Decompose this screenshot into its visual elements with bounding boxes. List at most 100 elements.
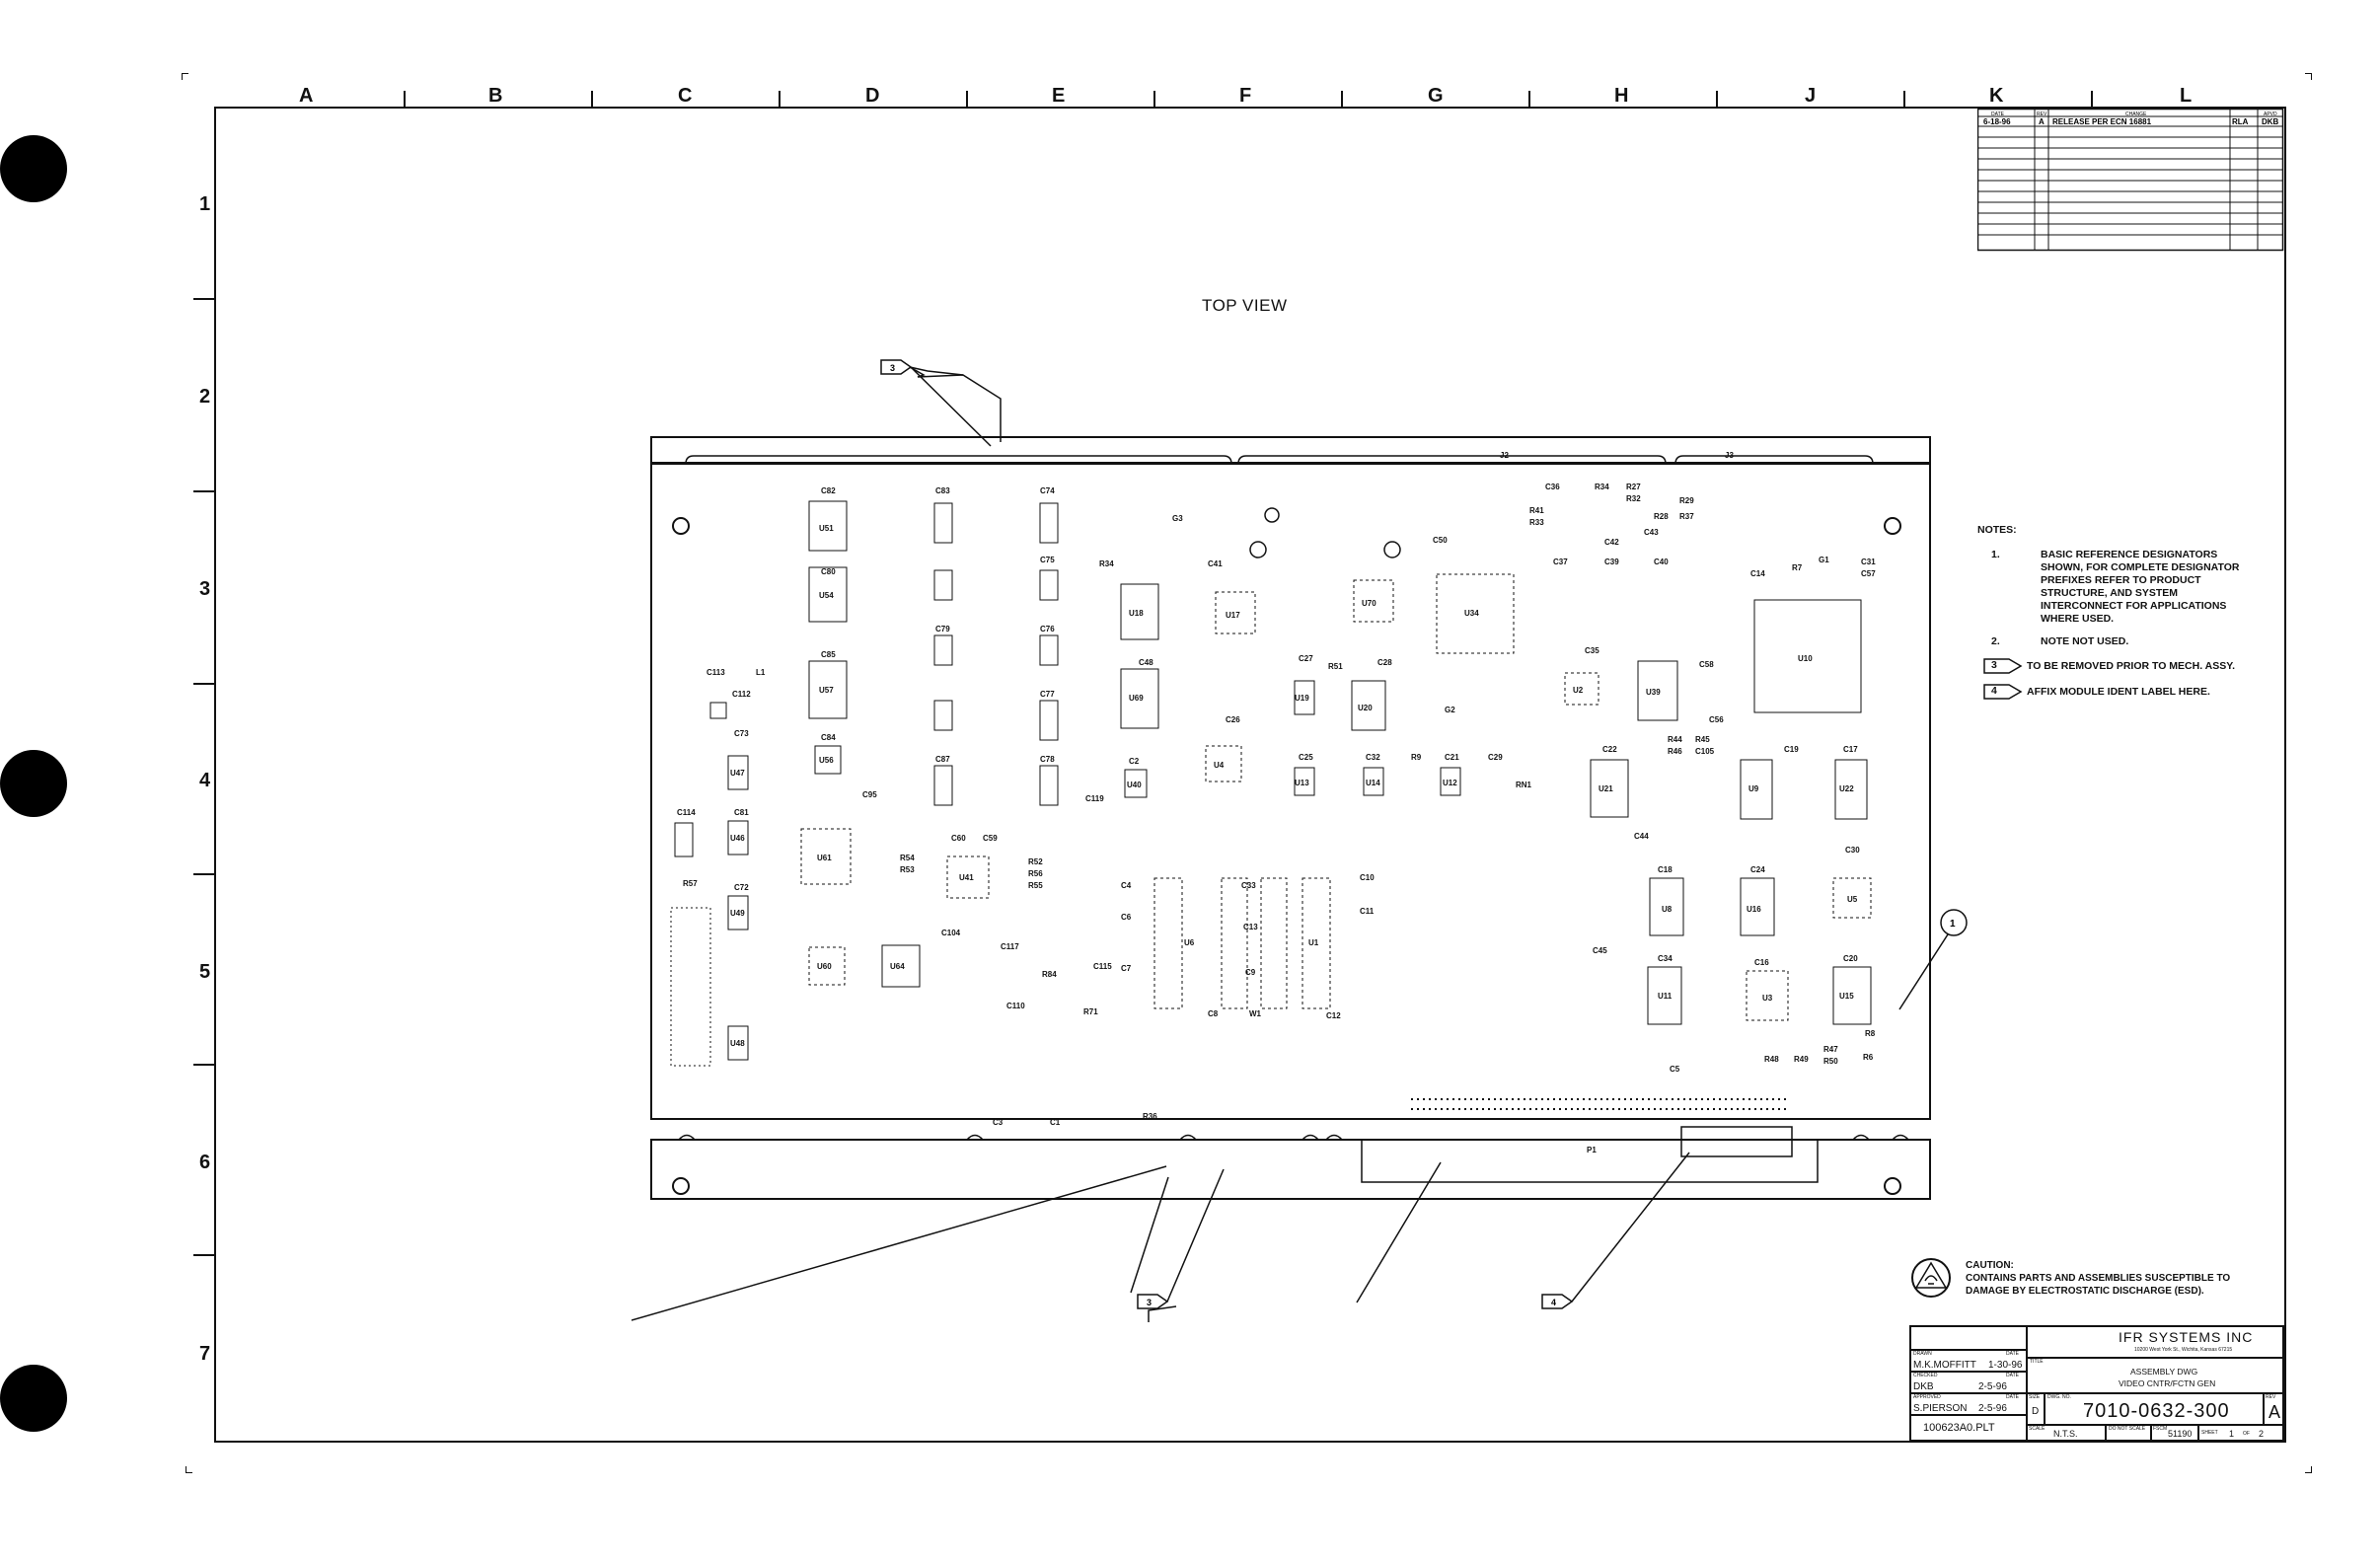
sheet-of-label: OF — [2243, 1431, 2250, 1437]
label-c30: C30 — [1845, 846, 1860, 855]
label-u60: U60 — [817, 962, 832, 971]
mounting-hole — [1264, 507, 1280, 523]
label-c3: C1 — [1050, 1118, 1061, 1127]
label-c45: C45 — [1593, 946, 1607, 955]
scale-label: SCALE — [2029, 1426, 2045, 1432]
ic-u69 — [1120, 668, 1159, 729]
label-l1: L1 — [756, 668, 766, 677]
label-c40: C40 — [1654, 558, 1669, 566]
board-outline — [650, 463, 1931, 1120]
label-r54: R54 — [900, 854, 915, 862]
label-r27: R29 — [1679, 496, 1694, 505]
callout-flags: 3 — [880, 359, 992, 447]
file-name: 100623A0.PLT — [1923, 1422, 1995, 1434]
ic-u61 — [800, 828, 852, 885]
label-c4: C4 — [1121, 881, 1132, 890]
sheet-cell: SHEET 1 OF 2 — [2198, 1425, 2283, 1441]
callout-flag-3-bottom: 3 — [1147, 1298, 1152, 1307]
ic-u70 — [1353, 579, 1394, 623]
company-name: IFR SYSTEMS INC — [2119, 1329, 2254, 1345]
corner-mark — [182, 73, 188, 80]
label-c75: C75 — [1040, 556, 1055, 564]
edge-notches — [678, 1134, 1909, 1141]
note-2-number: 2. — [1991, 635, 2000, 647]
zone-tick — [193, 298, 215, 300]
caution-title: CAUTION: — [1966, 1260, 2014, 1271]
label-c6: C6 — [1121, 913, 1132, 922]
callout-balloon-1: 1 — [1950, 919, 1956, 930]
label-r9: R9 — [1411, 753, 1422, 762]
notes-section: NOTES: 1. BASIC REFERENCE DESIGNATORS SH… — [1977, 524, 2256, 700]
connector-j3-outline — [1674, 455, 1874, 465]
zone-tick — [1341, 91, 1343, 109]
label-u18: U18 — [1129, 609, 1144, 618]
ic-u34 — [1436, 573, 1515, 654]
label-r6: R6 — [1863, 1053, 1874, 1062]
ic-u52 — [933, 502, 953, 544]
label-r28: R37 — [1679, 512, 1694, 521]
ic-u5 — [1832, 877, 1872, 919]
label-r36: C50 — [1433, 536, 1448, 545]
label-r45: R46 — [1668, 747, 1682, 756]
corner-mark — [2305, 73, 2312, 80]
label-r46: C105 — [1695, 747, 1715, 756]
zone-col-a: A — [299, 85, 314, 107]
ic-u45 — [1039, 700, 1059, 741]
note-1-text: BASIC REFERENCE DESIGNATORS SHOWN, FOR C… — [2041, 549, 2240, 625]
caution-line-2: DAMAGE BY ELECTROSTATIC DISCHARGE (ESD). — [1966, 1286, 2204, 1297]
checked-date-label: DATE — [2006, 1373, 2019, 1378]
note-3-number: 3 — [1991, 659, 1997, 671]
label-r29: R28 — [1654, 512, 1669, 521]
label-c1: R36 — [1143, 1112, 1157, 1121]
label-c56: C56 — [1709, 715, 1724, 724]
label-c2: C3 — [993, 1118, 1004, 1127]
label-u57: U57 — [819, 686, 834, 695]
title-cell: TITLE ASSEMBLY DWG VIDEO CNTR/FCTN GEN — [2027, 1358, 2283, 1393]
zone-row-1: 1 — [199, 193, 211, 215]
sheet-number: 1 — [2229, 1429, 2235, 1439]
zone-col-k: K — [1989, 85, 2004, 107]
label-c9: C9 — [1245, 968, 1256, 977]
corner-mark — [2305, 1466, 2312, 1473]
ic-u43 — [1039, 569, 1059, 601]
ic-u13 — [1294, 767, 1315, 796]
zone-tick — [193, 1064, 215, 1066]
ic-u22 — [1834, 759, 1868, 820]
label-r8: R8 — [1865, 1029, 1876, 1038]
zone-tick — [1903, 91, 1905, 109]
drawn-cell: DRAWN DATE M.K.MOFFITT 1-30-96 — [1910, 1350, 2027, 1372]
ic-u10 — [1753, 599, 1862, 713]
label-u61: U61 — [817, 854, 832, 862]
label-r51: R51 — [1328, 662, 1343, 671]
label-r35: R32 — [1626, 494, 1641, 503]
dwg-number: 7010-0632-300 — [2083, 1400, 2230, 1422]
ic-u11 — [1647, 966, 1682, 1025]
label-c95: C95 — [862, 790, 877, 799]
label-r40: R41 — [1529, 506, 1544, 515]
size-value: D — [2032, 1406, 2040, 1417]
zone-tick — [1153, 91, 1155, 109]
label-c24: C24 — [1750, 865, 1765, 874]
no-scale-note: DO NOT SCALE — [2109, 1426, 2146, 1432]
label-c10: C10 — [1360, 873, 1375, 882]
label-c72: C72 — [734, 883, 749, 892]
label-u70: U70 — [1362, 599, 1376, 608]
ic-u18 — [1120, 583, 1159, 640]
label-u34: U34 — [1464, 609, 1479, 618]
label-r55: R55 — [1028, 881, 1043, 890]
zone-row-5: 5 — [199, 961, 211, 983]
callout-flags-bottom: 3 — [1137, 1168, 1225, 1309]
top-breakaway-rail — [650, 436, 1931, 464]
ic-u67 — [709, 702, 727, 719]
ic-u4 — [1205, 745, 1242, 782]
zone-col-h: H — [1614, 85, 1629, 107]
title-block: DRAWN DATE M.K.MOFFITT 1-30-96 CHECKED D… — [1909, 1325, 2284, 1442]
zone-tick — [193, 490, 215, 492]
label-c48: C2 — [1129, 757, 1140, 766]
checked-by: DKB — [1913, 1381, 1934, 1392]
zone-tick — [591, 91, 593, 109]
label-u64: U64 — [890, 962, 905, 971]
ic-u19 — [1294, 680, 1315, 715]
ic-u16 — [1740, 877, 1775, 936]
label-j2: J2 — [1500, 451, 1509, 460]
